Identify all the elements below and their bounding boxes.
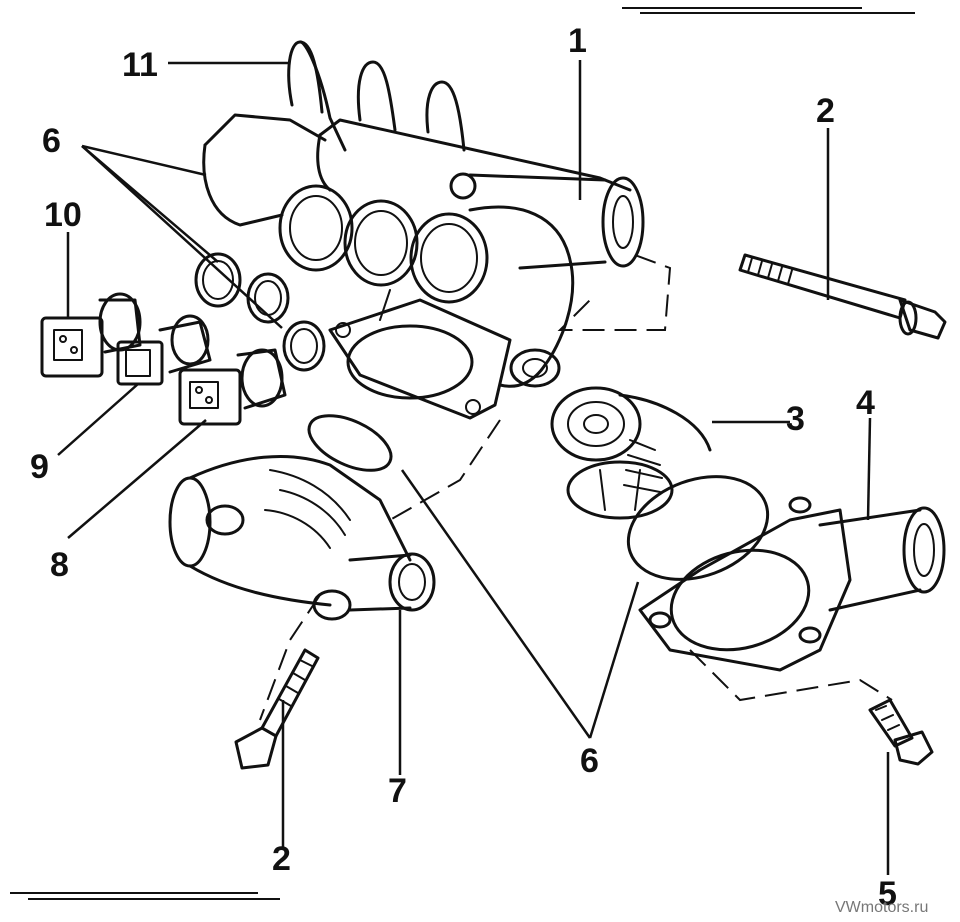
callout-11: 11 — [122, 46, 158, 84]
watermark: VWmotors.ru — [835, 899, 928, 916]
part-6-o-rings — [194, 252, 770, 581]
part-2-short-bolt — [234, 648, 320, 770]
part-2-long-bolt — [738, 253, 947, 340]
part-11-clips — [202, 40, 466, 227]
part-9-sender — [116, 314, 212, 386]
part-1-upper-housing — [278, 118, 645, 420]
callout-5: 5 — [878, 875, 897, 913]
part-3-thermostat — [550, 386, 712, 520]
callout-2-bottom: 2 — [272, 840, 291, 878]
rule-lines — [10, 7, 915, 900]
callout-7: 7 — [388, 772, 407, 810]
part-8-sender — [178, 348, 287, 426]
callout-labels: 11 1 2 6 10 3 4 9 8 6 7 2 5 — [30, 22, 897, 913]
callout-10: 10 — [44, 196, 82, 234]
part-10-sender — [40, 292, 142, 378]
callout-9: 9 — [30, 448, 49, 486]
callout-3: 3 — [786, 400, 805, 438]
callout-1: 1 — [568, 22, 587, 60]
callout-6-bottom: 6 — [580, 742, 599, 780]
leader-lines — [57, 60, 890, 875]
alignment-lines — [259, 254, 893, 721]
callout-4: 4 — [856, 384, 875, 422]
part-5-bolt — [868, 698, 934, 766]
callout-6-top: 6 — [42, 122, 61, 160]
part-4-cover — [638, 496, 946, 672]
callout-2-top: 2 — [816, 92, 835, 130]
callout-8: 8 — [50, 546, 69, 584]
part-7-lower-housing — [168, 454, 436, 621]
